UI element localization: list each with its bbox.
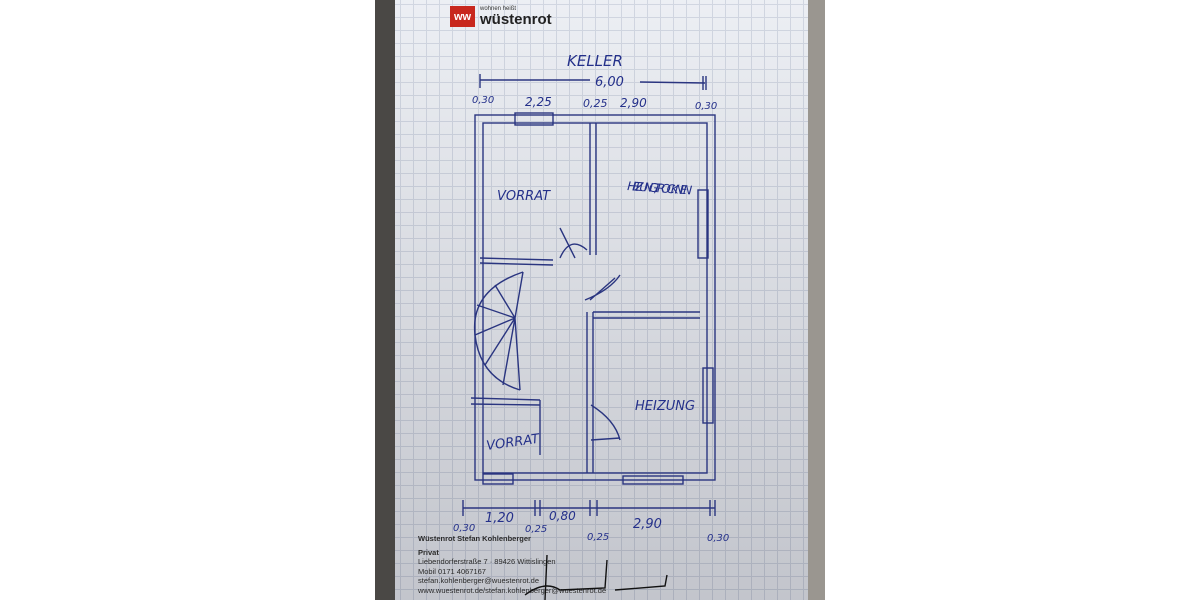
photo: ww wohnen heißt wüstenrot Wüstenrot Stef…	[375, 0, 825, 600]
dim-bottom-sub-1: 0,25	[525, 524, 547, 535]
walls	[470, 114, 716, 481]
total-dimension-line	[479, 74, 707, 90]
logo-brand: wüstenrot	[480, 11, 552, 28]
spiral-staircase	[473, 271, 524, 391]
signature	[524, 554, 668, 600]
plan-title: KELLER	[567, 52, 623, 70]
footer-web: www.wuestenrot.de/stefan.kohlenberger@wu…	[418, 585, 607, 595]
dim-top-0: 0,30	[472, 95, 494, 106]
windows	[482, 112, 714, 485]
dim-bottom-2: 2,90	[633, 517, 662, 532]
logo-tagline: wohnen heißt	[480, 6, 517, 12]
logo-mark: ww	[450, 6, 475, 27]
dim-top-1: 2,25	[525, 95, 552, 109]
floor-plan-sketch: KELLER 6,00 0,30 2,25 0,25 2,90 0,30	[453, 52, 729, 600]
room-label-heizung-trocknen: HEIZUNG, TROCKNEN	[627, 179, 693, 198]
dim-bottom-sub-2: 0,25	[587, 532, 609, 543]
dim-top-4: 0,30	[695, 101, 717, 112]
dim-top-3: 2,90	[620, 96, 647, 110]
footer-address: Liebendorferstraße 7 · 89426 Wittislinge…	[418, 557, 556, 566]
footer-label: Privat	[418, 547, 439, 557]
room-label-vorrat-bottom: VORRAT	[485, 432, 541, 454]
room-label-vorrat-top: VORRAT	[497, 189, 551, 204]
dim-bottom-sub-3: 0,30	[707, 533, 729, 544]
table-edge	[808, 0, 825, 600]
dim-bottom-0: 1,20	[485, 511, 514, 526]
contact-footer: Wüstenrot Stefan Kohlenberger Privat Lie…	[418, 534, 606, 595]
bottom-dimension-line	[462, 500, 716, 516]
doors	[559, 227, 621, 441]
paper-sheet: ww wohnen heißt wüstenrot Wüstenrot Stef…	[395, 0, 810, 600]
footer-email: stefan.kohlenberger@wuestenrot.de	[418, 576, 540, 585]
total-width-label: 6,00	[595, 75, 624, 90]
wuestenrot-logo: ww wohnen heißt wüstenrot	[450, 6, 552, 27]
dim-top-2: 0,25	[583, 97, 608, 110]
footer-name: Wüstenrot Stefan Kohlenberger	[418, 534, 531, 543]
room-label-heizung: HEIZUNG	[635, 399, 695, 414]
footer-phone: Mobil 0171 4067167	[418, 566, 486, 576]
dim-bottom-sub-0: 0,30	[453, 523, 475, 534]
dim-bottom-1: 0,80	[549, 509, 576, 523]
